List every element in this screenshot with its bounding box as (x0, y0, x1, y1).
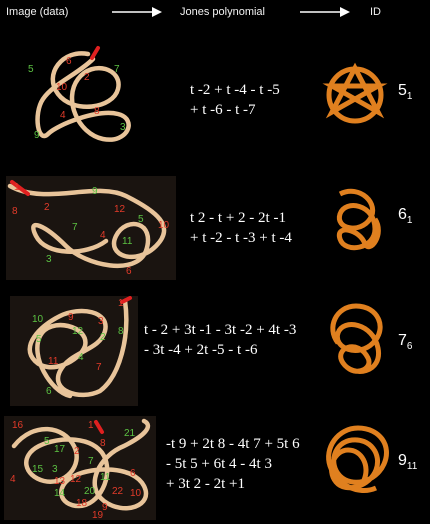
polynomial-line: t 2 - t + 2 - 2t -1 (190, 210, 286, 226)
arrow-right-icon (112, 7, 162, 17)
crossing-label: 8 (100, 438, 106, 449)
crossing-label: 4 (100, 230, 106, 241)
crossing-label: 7 (88, 456, 94, 467)
rope-photo (10, 296, 138, 406)
polynomial-line: + t -6 - t -7 (190, 102, 256, 118)
rope-photo (6, 176, 176, 280)
crossing-label: 5 (36, 334, 42, 345)
crossing-label: 8 (118, 326, 124, 337)
knot-diagram-5-1 (322, 62, 388, 124)
knot-diagram-9-11 (326, 425, 389, 493)
polynomial-line: -t 9 + 2t 8 - 4t 7 + 5t 6 (166, 436, 300, 452)
crossing-label: 2 (74, 446, 80, 457)
crossing-label: 9 (68, 312, 74, 323)
crossing-label: 4 (78, 352, 84, 363)
crossing-label: 10 (32, 314, 44, 325)
crossing-label: 14 (54, 488, 66, 499)
crossing-label: 20 (84, 486, 96, 497)
crossing-label: 9 (92, 186, 98, 197)
knot-id-7-6: 76 (398, 332, 413, 352)
rope-image-5-1: 5 6 7 10 2 4 8 9 3 (18, 44, 150, 154)
polynomial-line: t - 2 + 3t -1 - 3t -2 + 4t -3 (144, 322, 297, 338)
crossing-label: 8 (94, 106, 100, 117)
crossing-label: 11 (48, 356, 59, 367)
crossing-label: 5 (44, 436, 50, 447)
crossing-label: 22 (112, 486, 124, 497)
crossing-label: 5 (138, 214, 144, 225)
crossing-label: 21 (124, 428, 136, 439)
crossing-label: 4 (10, 474, 16, 485)
jones-polynomial-9-11: -t 9 + 2t 8 - 4t 7 + 5t 6 - 5t 5 + 6t 4 … (166, 434, 300, 494)
rope-image-9-11: 16 1 21 5 17 2 8 7 15 3 4 13 12 11 6 14 … (4, 416, 156, 520)
crossing-label: 11 (122, 236, 133, 247)
crossing-label: 12 (70, 474, 82, 485)
crossing-label: 10 (56, 82, 68, 93)
knot-diagram-6-1 (336, 188, 381, 251)
header-bar: Image (data) Jones polynomial ID (0, 0, 430, 26)
polynomial-line: - 3t -4 + 2t -5 - t -6 (144, 342, 258, 358)
knot-diagram-7-6 (330, 303, 383, 374)
crossing-label: 15 (32, 464, 44, 475)
crossing-label: 7 (72, 222, 78, 233)
rope-photo (4, 416, 156, 520)
polynomial-line: t -2 + t -4 - t -5 (190, 82, 280, 98)
crossing-label: 7 (114, 64, 120, 75)
jones-polynomial-7-6: t - 2 + 3t -1 - 3t -2 + 4t -3 - 3t -4 + … (144, 320, 296, 360)
crossing-label: 9 (102, 502, 108, 513)
crossing-label: 9 (34, 130, 40, 141)
crossing-label: 11 (100, 472, 111, 483)
crossing-label: 3 (120, 122, 126, 133)
crossing-label: 17 (54, 444, 66, 455)
arrow-right-icon (300, 7, 350, 17)
crossing-label: 1 (88, 420, 94, 431)
crossing-label: 19 (92, 510, 104, 520)
crossing-label: 3 (98, 316, 104, 327)
polynomial-line: + t -2 - t -3 + t -4 (190, 230, 292, 246)
crossing-label: 6 (126, 266, 132, 277)
crossing-label: 3 (46, 254, 52, 265)
crossing-label: 10 (158, 220, 170, 231)
jones-polynomial-5-1: t -2 + t -4 - t -5 + t -6 - t -7 (190, 80, 280, 120)
knot-id-5-1: 51 (398, 82, 413, 102)
polynomial-line: - 5t 5 + 6t 4 - 4t 3 (166, 456, 272, 472)
rope-image-7-6: 1 10 9 3 12 8 5 2 11 4 7 6 (10, 296, 138, 406)
crossing-label: 13 (54, 476, 66, 487)
image-data-heading: Image (data) (6, 6, 69, 18)
crossing-label: 1 (118, 298, 124, 309)
crossing-label: 2 (44, 202, 50, 213)
crossing-label: 1 (14, 182, 20, 193)
crossing-label: 2 (100, 332, 106, 343)
rope-photo (18, 44, 150, 154)
crossing-label: 7 (96, 362, 102, 373)
polynomial-line: + 3t 2 - 2t +1 (166, 476, 245, 492)
crossing-label: 2 (84, 72, 90, 83)
id-heading: ID (370, 6, 381, 18)
rope-image-6-1: 1 9 8 2 12 7 5 10 4 11 3 6 (6, 176, 176, 280)
crossing-label: 4 (60, 110, 66, 121)
crossing-label: 3 (52, 464, 58, 475)
crossing-label: 6 (66, 56, 72, 67)
knot-id-9-11: 911 (398, 452, 418, 472)
jones-polynomial-6-1: t 2 - t + 2 - 2t -1 + t -2 - t -3 + t -4 (190, 208, 292, 248)
knot-id-6-1: 61 (398, 206, 413, 226)
crossing-label: 12 (114, 204, 126, 215)
crossing-label: 6 (130, 468, 136, 479)
crossing-label: 16 (12, 420, 24, 431)
crossing-label: 8 (12, 206, 18, 217)
jones-polynomial-heading: Jones polynomial (180, 6, 265, 18)
crossing-label: 5 (28, 64, 34, 75)
crossing-label: 6 (46, 386, 52, 397)
crossing-label: 12 (72, 326, 84, 337)
crossing-label: 10 (130, 488, 142, 499)
crossing-label: 18 (76, 498, 88, 509)
